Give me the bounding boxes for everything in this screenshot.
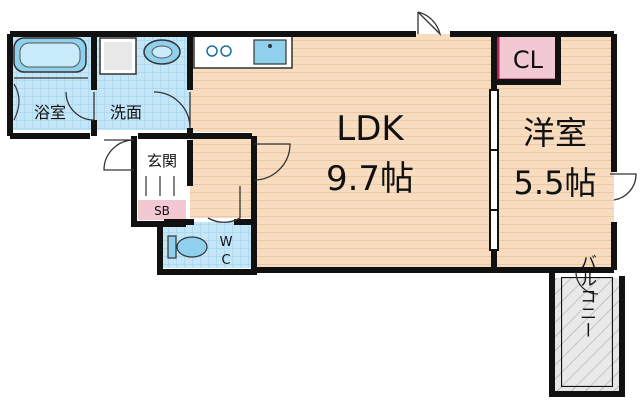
closet-label: CL bbox=[513, 46, 544, 74]
toilet-tank-icon bbox=[167, 235, 177, 259]
bath-label: 浴室 bbox=[34, 103, 66, 122]
balcony-label: バルコニー bbox=[576, 254, 596, 339]
washroom-label: 洗面 bbox=[110, 103, 142, 122]
shoe-box-label: SB bbox=[154, 204, 170, 218]
toilet-label-w: W bbox=[220, 235, 233, 250]
ldk-floor-lower bbox=[252, 132, 496, 268]
ldk-size-label: 9.7帖 bbox=[326, 159, 414, 199]
toilet-bowl-icon bbox=[176, 236, 208, 258]
stove-burner-icon bbox=[220, 45, 232, 57]
western-room-label: 洋室 bbox=[523, 114, 587, 152]
sliding-door bbox=[489, 89, 499, 251]
kitchen-sink-icon bbox=[253, 39, 287, 65]
doors bbox=[65, 11, 637, 295]
bath-wash-area bbox=[13, 77, 88, 121]
shoe-box bbox=[138, 200, 186, 220]
ldk-label: LDK bbox=[336, 109, 405, 149]
entrance-label: 玄関 bbox=[147, 152, 177, 170]
stove-burner-icon bbox=[206, 45, 218, 57]
shoe-rack-icon bbox=[145, 176, 175, 196]
toilet-label-c: C bbox=[221, 253, 230, 268]
corridor-floor bbox=[190, 138, 252, 218]
western-size-label: 5.5帖 bbox=[514, 164, 597, 202]
